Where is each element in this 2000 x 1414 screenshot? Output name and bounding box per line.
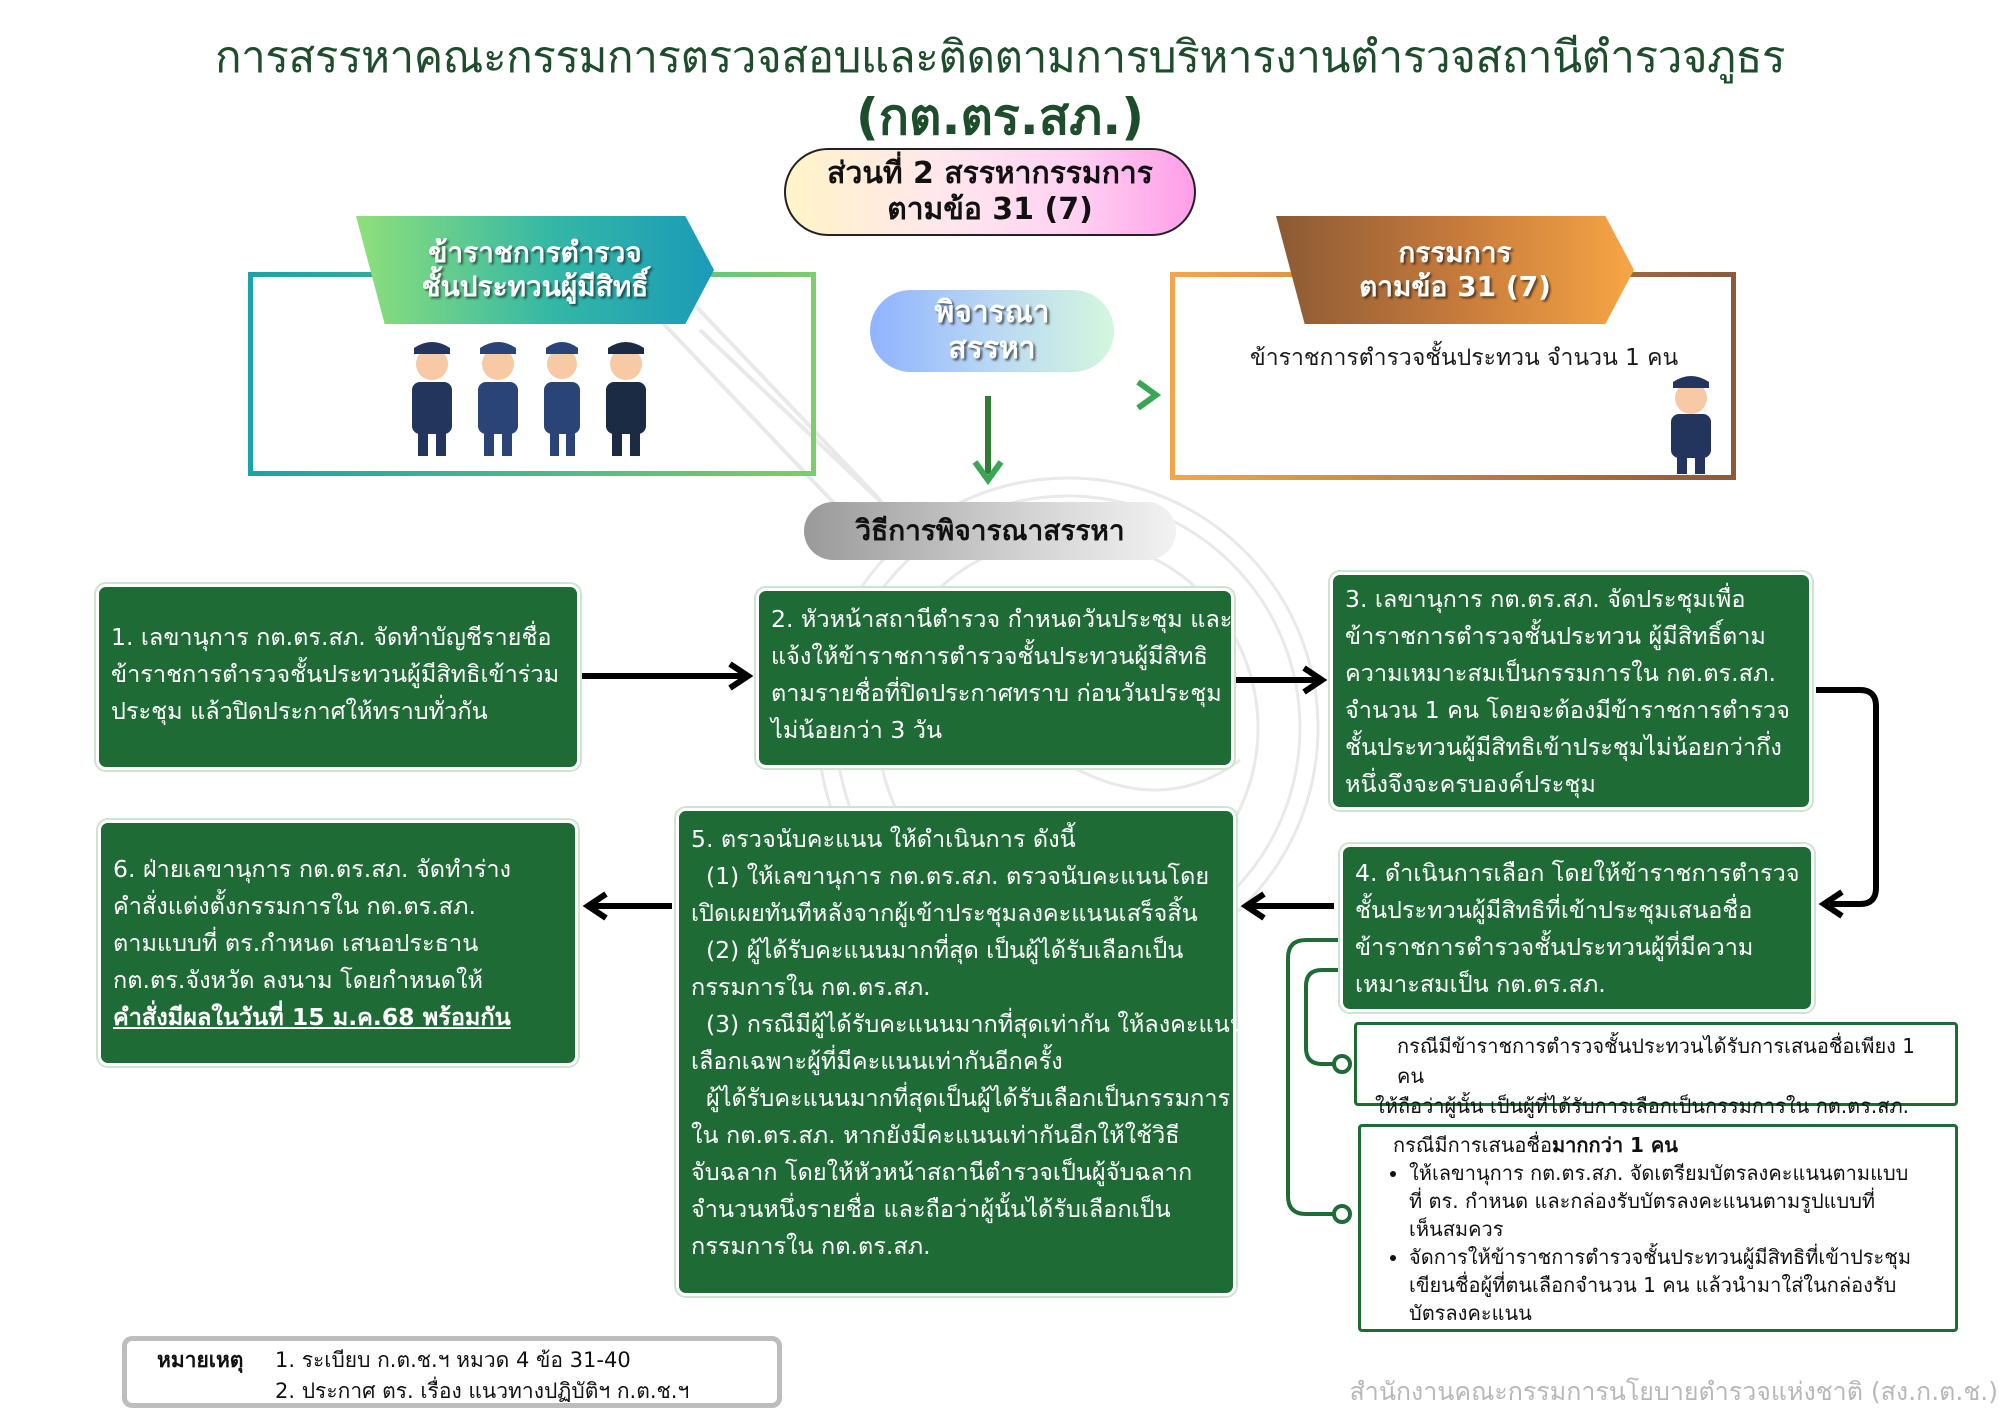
- step-2-line: แจ้งให้ข้าราชการตำรวจชั้นประทวนผู้มีสิทธ…: [771, 642, 1208, 670]
- step-3-line: หนึ่งจึงจะครบองค์ประชุม: [1345, 770, 1596, 798]
- step-5-line: (1) ให้เลขานุการ กต.ตร.สภ. ตรวจนับคะแนนโ…: [691, 862, 1210, 890]
- part-line2: ตามข้อ 31 (7): [887, 192, 1093, 227]
- banner-line1: กรรมการ: [1398, 236, 1512, 269]
- step-6-effective-date: คำสั่งมีผลในวันที่ 15 ม.ค.68 พร้อมกัน: [113, 1003, 511, 1031]
- remark-line1: 1. ระเบียบ ก.ต.ช.ฯ หมวด 4 ข้อ 31-40: [275, 1348, 631, 1372]
- step-5-line: เลือกเฉพาะผู้ที่มีคะแนนเท่ากันอีกครั้ง: [691, 1047, 1063, 1075]
- step-1-line: 1. เลขานุการ กต.ตร.สภ. จัดทำบัญชีรายชื่อ: [111, 623, 552, 651]
- step-2-box: 2. หัวหน้าสถานีตำรวจ กำหนดวันประชุม และ …: [756, 588, 1234, 768]
- banner-line1: ข้าราชการตำรวจ: [428, 236, 642, 269]
- banner-line2: ชั้นประทวนผู้มีสิทธิ์: [421, 270, 649, 303]
- step-3-line: ชั้นประทวนผู้มีสิทธิเข้าประชุมไม่น้อยกว่…: [1345, 733, 1782, 761]
- note-2-bullet-line: ให้เลขานุการ กต.ตร.สภ. จัดเตรียมบัตรลงคะ…: [1409, 1161, 1909, 1185]
- step-5-line: ใน กต.ตร.สภ. หากยังมีคะแนนเท่ากันอีกให้ใ…: [691, 1121, 1180, 1149]
- step-6-line: คำสั่งแต่งตั้งกรรมการใน กต.ตร.สภ.: [113, 892, 476, 920]
- page-title: การสรรหาคณะกรรมการตรวจสอบและติดตามการบริ…: [214, 32, 1786, 83]
- single-nominee-note: กรณีมีข้าราชการตำรวจชั้นประทวนได้รับการเ…: [1354, 1022, 1958, 1118]
- step-4-box: 4. ดำเนินการเลือก โดยให้ข้าราชการตำรวจ ช…: [1340, 844, 1814, 1012]
- note-2-heading-bold: มากกว่า 1 คน: [1551, 1133, 1678, 1157]
- committee-member-banner: กรรมการ ตามข้อ 31 (7): [1276, 216, 1634, 324]
- step-5-line: (2) ผู้ได้รับคะแนนมากที่สุด เป็นผู้ได้รั…: [691, 936, 1184, 964]
- step-1-box: 1. เลขานุการ กต.ตร.สภ. จัดทำบัญชีรายชื่อ…: [96, 584, 580, 770]
- step-5-line: ผู้ได้รับคะแนนมากที่สุดเป็นผู้ได้รับเลือ…: [691, 1084, 1231, 1112]
- step-5-line: กรรมการใน กต.ตร.สภ.: [691, 1232, 931, 1260]
- police-officers-icon: [412, 342, 646, 456]
- banner-line2: ตามข้อ 31 (7): [1359, 270, 1551, 303]
- step-5-line: กรรมการใน กต.ตร.สภ.: [691, 973, 931, 1001]
- multiple-nominees-note: กรณีมีการเสนอชื่อมากกว่า 1 คน ให้เลขานุก…: [1358, 1124, 1958, 1332]
- note-1-line: ให้ถือว่าผู้นั้น เป็นผู้ที่ได้รับการเลือ…: [1375, 1094, 1909, 1118]
- step-2-line: ตามรายชื่อที่ปิดประกาศทราบ ก่อนวันประชุม: [771, 679, 1222, 707]
- step-5-line: (3) กรณีมีผู้ได้รับคะแนนมากที่สุดเท่ากัน…: [691, 1010, 1246, 1038]
- step-6-line: กต.ตร.จังหวัด ลงนาม โดยกำหนดให้: [113, 966, 483, 994]
- step-4-line: ชั้นประทวนผู้มีสิทธิที่เข้าประชุมเสนอชื่…: [1355, 896, 1753, 924]
- consider-line2: สรรหา: [948, 331, 1036, 366]
- note-2-bullet-line: เขียนชื่อผู้ที่ตนเลือกจำนวน 1 คน แล้วนำม…: [1409, 1273, 1897, 1297]
- step-5-line: จำนวนหนึ่งรายชื่อ และถือว่าผู้นั้นได้รับ…: [691, 1195, 1171, 1223]
- note-2-heading-prefix: กรณีมีการเสนอชื่อ: [1393, 1133, 1552, 1157]
- step-6-box: 6. ฝ่ายเลขานุการ กต.ตร.สภ. จัดทำร่าง คำส…: [98, 820, 578, 1066]
- note-2-bullet-line: จัดการให้ข้าราชการตำรวจชั้นประทวนผู้มีสิ…: [1409, 1245, 1912, 1269]
- step-3-line: ข้าราชการตำรวจชั้นประทวน ผู้มีสิทธิ์ตาม: [1345, 622, 1766, 650]
- step-6-line: ตามแบบที่ ตร.กำหนด เสนอประธาน: [113, 929, 479, 957]
- step-3-line: 3. เลขานุการ กต.ตร.สภ. จัดประชุมเพื่อ: [1345, 585, 1746, 613]
- note-2-bullet: ให้เลขานุการ กต.ตร.สภ. จัดเตรียมบัตรลงคะ…: [1409, 1159, 1943, 1243]
- step-4-line: ข้าราชการตำรวจชั้นประทวนผู้ที่มีความ: [1355, 933, 1754, 961]
- step-4-line: 4. ดำเนินการเลือก โดยให้ข้าราชการตำรวจ: [1355, 859, 1800, 887]
- step-2-line: 2. หัวหน้าสถานีตำรวจ กำหนดวันประชุม และ: [771, 605, 1233, 633]
- part-badge: ส่วนที่ 2 สรรหากรรมการ ตามข้อ 31 (7): [784, 148, 1196, 236]
- step-4-line: เหมาะสมเป็น กต.ตร.สภ.: [1355, 970, 1606, 998]
- eligible-officers-banner: ข้าราชการตำรวจ ชั้นประทวนผู้มีสิทธิ์: [356, 216, 714, 324]
- selection-method-heading: วิธีการพิจารณาสรรหา: [804, 502, 1176, 560]
- step-5-line: 5. ตรวจนับคะแนน ให้ดำเนินการ ดังนี้: [691, 825, 1076, 853]
- branch-note2: [1286, 938, 1340, 1216]
- step-2-line: ไม่น้อยกว่า 3 วัน: [771, 716, 943, 744]
- step-1-line: ประชุม แล้วปิดประกาศให้ทราบทั่วกัน: [111, 697, 488, 725]
- note-2-bullet-line: เห็นสมควร: [1409, 1217, 1504, 1241]
- note-2-bullet-line: ที่ ตร. กำหนด และกล่องรับบัตรลงคะแนนตามร…: [1409, 1189, 1876, 1213]
- remark-box: หมายเหตุ 1. ระเบียบ ก.ต.ช.ฯ หมวด 4 ข้อ 31…: [122, 1336, 782, 1408]
- page-subtitle: (กต.ตร.สภ.): [855, 88, 1145, 146]
- police-officer-icon: [1671, 376, 1711, 474]
- method-label: วิธีการพิจารณาสรรหา: [855, 514, 1125, 547]
- step-6-line: 6. ฝ่ายเลขานุการ กต.ตร.สภ. จัดทำร่าง: [113, 855, 511, 883]
- step-3-line: ความเหมาะสมเป็นกรรมการใน กต.ตร.สภ.: [1345, 659, 1776, 687]
- arrow-step3-step4: [1816, 687, 1879, 907]
- part-line1: ส่วนที่ 2 สรรหากรรมการ: [827, 156, 1153, 191]
- footer-agency: สำนักงานคณะกรรมการนโยบายตำรวจแห่งชาติ (ส…: [1349, 1377, 1998, 1406]
- consider-selection-badge: พิจารณา สรรหา: [870, 290, 1114, 372]
- note-2-heading: กรณีมีการเสนอชื่อมากกว่า 1 คน: [1379, 1131, 1943, 1159]
- step-1-line: ข้าราชการตำรวจชั้นประทวนผู้มีสิทธิเข้าร่…: [111, 660, 560, 688]
- step-3-line: จำนวน 1 คน โดยจะต้องมีข้าราชการตำรวจ: [1345, 696, 1790, 724]
- step-5-line: เปิดเผยทันทีหลังจากผู้เข้าประชุมลงคะแนนเ…: [691, 899, 1198, 927]
- remark-line2: 2. ประกาศ ตร. เรื่อง แนวทางปฏิบัติฯ ก.ต.…: [275, 1379, 690, 1403]
- note-1-line: กรณีมีข้าราชการตำรวจชั้นประทวนได้รับการเ…: [1397, 1034, 1916, 1088]
- note-2-bullet-line: บัตรลงคะแนน: [1409, 1301, 1532, 1325]
- remark-label: หมายเหตุ: [157, 1348, 244, 1372]
- committee-member-text: ข้าราชการตำรวจชั้นประทวน จำนวน 1 คน: [1250, 345, 1679, 371]
- branch-note1: [1304, 968, 1340, 1066]
- step-5-line: จับฉลาก โดยให้หัวหน้าสถานีตำรวจเป็นผู้จั…: [691, 1158, 1193, 1186]
- step-3-box: 3. เลขานุการ กต.ตร.สภ. จัดประชุมเพื่อ ข้…: [1330, 572, 1812, 810]
- step-5-box: 5. ตรวจนับคะแนน ให้ดำเนินการ ดังนี้ (1) …: [676, 808, 1246, 1296]
- note-2-bullet: จัดการให้ข้าราชการตำรวจชั้นประทวนผู้มีสิ…: [1409, 1243, 1943, 1327]
- consider-line1: พิจารณา: [934, 295, 1050, 330]
